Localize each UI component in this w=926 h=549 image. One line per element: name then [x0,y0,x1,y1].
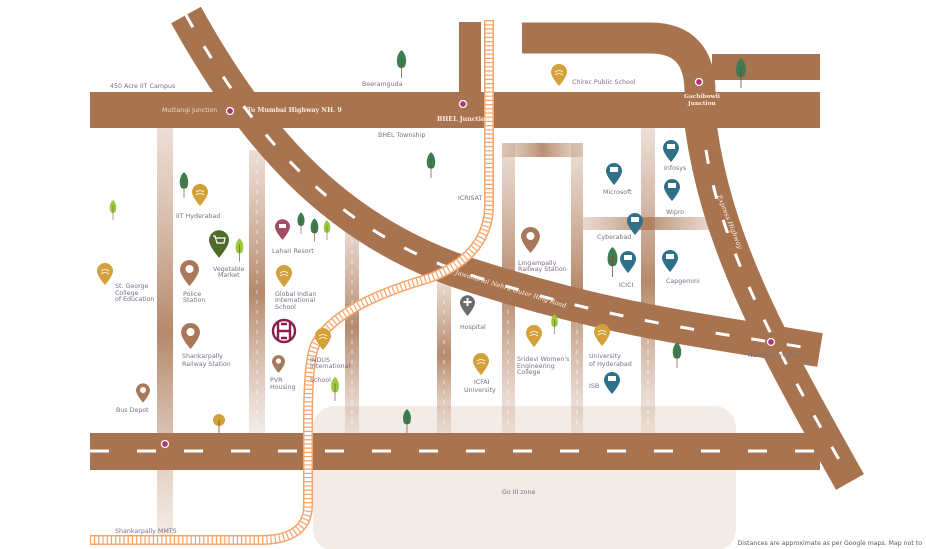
icici-pin-icon[interactable] [620,251,636,273]
beeramguda-label: Beeramguda [362,81,403,88]
junction-dot-gachibowli[interactable] [694,77,704,87]
transport-pins [136,227,540,403]
narsing-junction-label: Narsing Junction [748,352,800,359]
isb-label: ISB [589,383,599,390]
isb-pin-icon[interactable] [604,372,620,394]
cyberabad-pin-icon[interactable] [627,213,643,235]
bhel-township-label: BHEL Township [378,132,425,139]
global-indian-pin-icon[interactable] [276,265,292,287]
lingampally-pin-icon[interactable] [521,227,540,253]
infosys-label: Infosys [664,165,686,172]
tree-icon [607,247,618,277]
muttangi-junction-label: Muttangi Junction [162,107,217,114]
capgemini-pin-icon[interactable] [662,250,678,272]
lahari-label: Lahari Resort [272,248,314,255]
iit-campus-label: 450 Acre IIT Campus [110,83,175,90]
hospital-pin-icon[interactable] [460,295,475,316]
tree-icon [213,414,225,433]
icfai-pin-icon[interactable] [473,353,489,375]
bhel-junction-label: BHEL Junction [437,116,490,123]
bus-depot-pin-icon[interactable] [136,383,150,403]
education-pins [97,64,610,375]
tree-icon [672,342,682,368]
chirec-label: Chirec Public School [572,79,636,86]
sridevi-pin-icon[interactable] [526,325,542,347]
road-markings [90,14,847,471]
tree-icon [330,377,340,401]
shankarpally-station-pin-icon[interactable] [181,323,200,349]
police-pin-icon[interactable] [180,260,199,286]
disclaimer-footer: Distances are approximate as per Google … [737,540,922,547]
trees [109,50,747,433]
tree-icon [179,172,189,198]
mumbai-highway-label: To Mumbai Highway NH. 9 [247,107,342,114]
capgemini-label: Capgemini [666,278,700,285]
infosys-pin-icon[interactable] [663,140,679,162]
microsoft-label: Microsoft [603,189,632,196]
mmts-label: Shankarpally MMTS [115,528,177,535]
iit-hyderabad-label: IIT Hyderabad [176,213,220,220]
pvr-pin-icon[interactable] [272,355,285,373]
bus-depot-label: Bus Depot [116,407,149,414]
icrisat-label: ICRISAT [458,195,482,202]
lahari-pin-icon[interactable] [275,219,290,240]
indus-pin-icon[interactable] [315,328,331,350]
it-company-pins [604,140,680,394]
tree-icon [310,218,319,242]
chirec-pin-icon[interactable] [551,64,567,86]
go-zone-area [313,406,736,549]
tree-icon [235,238,244,262]
uoh-pin-icon[interactable] [594,324,610,346]
hospital-label: Hospital [460,324,486,331]
junction-dot-shankarpally[interactable] [160,439,170,449]
brand-logo-icon [271,318,297,344]
junction-markers [160,77,776,449]
go-zone-label: Go III zone [502,489,535,496]
st-george-pin-icon[interactable] [97,263,113,285]
wipro-label: Wipro [666,209,684,216]
cyberabad-label: Cyberabad [597,234,631,241]
tree-icon [297,212,305,234]
junction-dot-bhel[interactable] [458,99,468,109]
tree-icon [109,200,117,220]
wipro-pin-icon[interactable] [664,179,680,201]
microsoft-pin-icon[interactable] [606,163,622,185]
junction-dot-muttangi[interactable] [225,106,235,116]
iit-hyderabad-pin-icon[interactable] [192,184,208,206]
icici-label: ICICI [619,282,634,289]
place-labels: 450 Acre IIT Campus Beeramguda BHEL Town… [110,79,922,547]
tree-icon [426,152,436,178]
vegetable-market-pin-icon[interactable] [209,230,229,258]
tree-icon [323,220,331,240]
junction-dot-narsing[interactable] [766,337,776,347]
tree-icon [396,50,407,78]
